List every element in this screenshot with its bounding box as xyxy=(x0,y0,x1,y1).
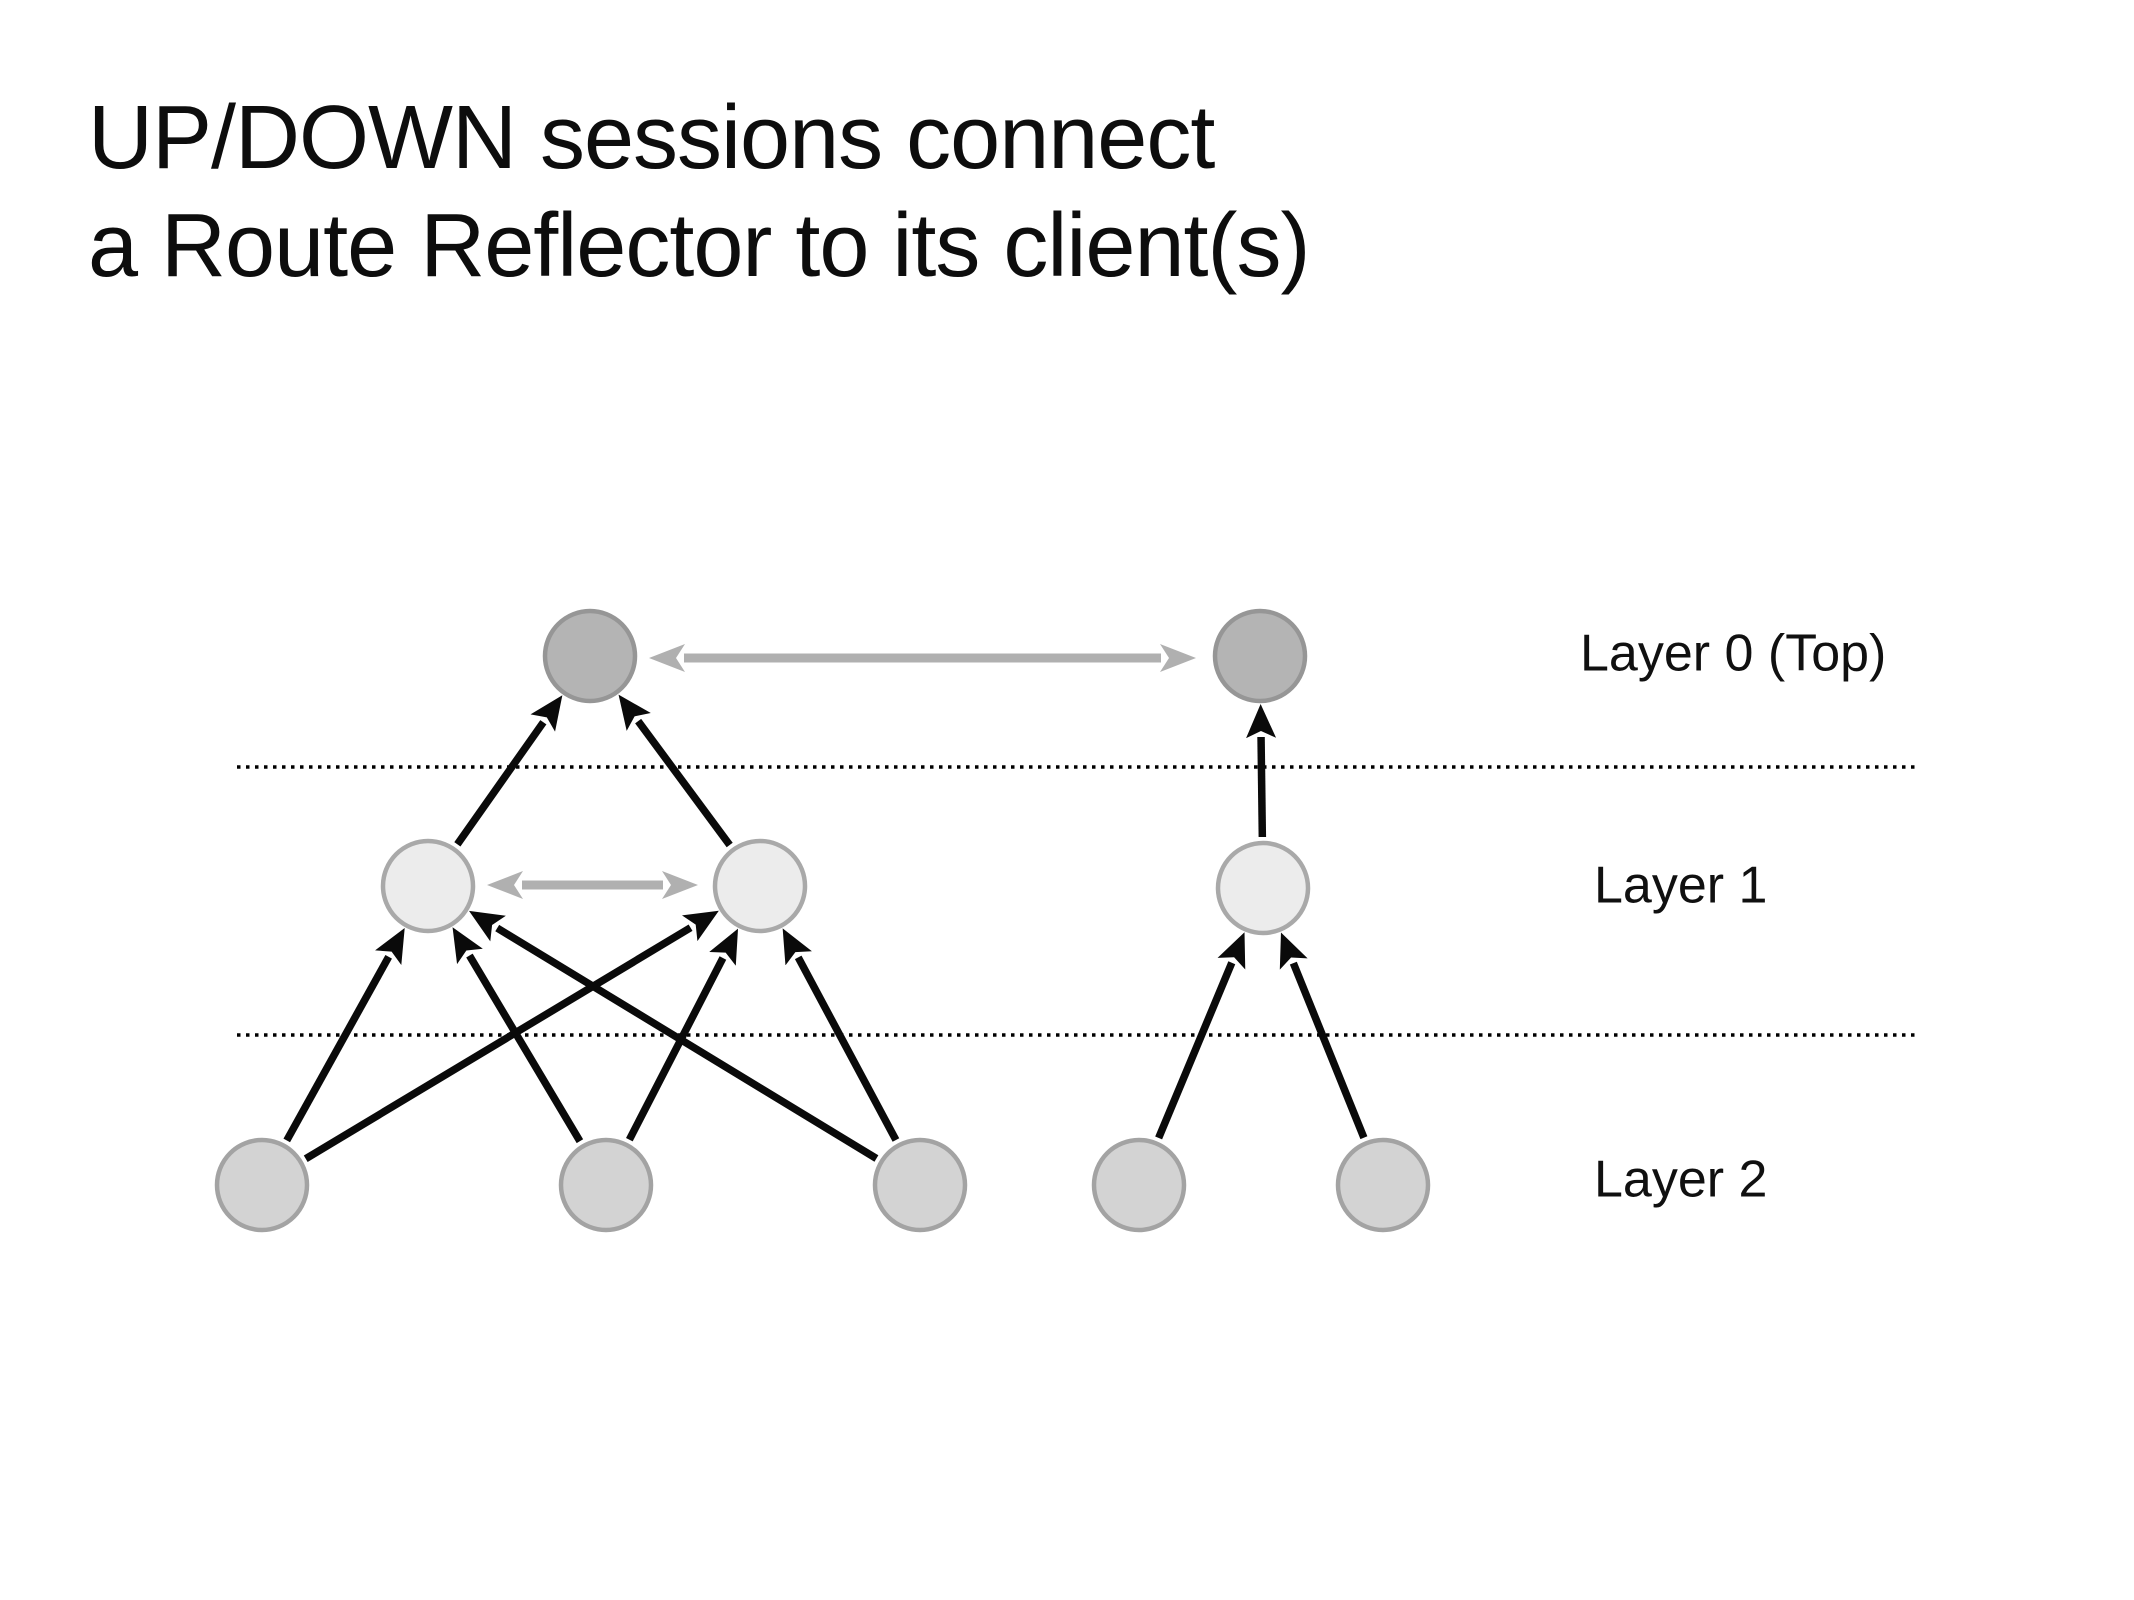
node-l1-right xyxy=(1215,840,1311,936)
node-l2-a xyxy=(214,1137,310,1233)
slide-title-line1: UP/DOWN sessions connect xyxy=(88,88,1215,188)
label-layer2: Layer 2 xyxy=(1594,1150,1768,1209)
session-arrows xyxy=(283,644,1368,1162)
up-session-arrow xyxy=(283,927,405,1143)
node-l1-mid xyxy=(712,838,808,934)
node-l2-c xyxy=(872,1137,968,1233)
node-l2-d xyxy=(1091,1137,1187,1233)
up-session-arrow xyxy=(452,927,584,1144)
nodes xyxy=(214,608,1431,1233)
node-l0-left xyxy=(542,608,638,704)
up-session-arrow xyxy=(626,928,739,1142)
node-l1-left xyxy=(380,838,476,934)
up-session-arrow xyxy=(1246,703,1277,838)
up-session-arrow xyxy=(303,910,719,1162)
node-l2-b xyxy=(558,1137,654,1233)
up-session-arrow xyxy=(469,910,879,1162)
node-l2-e xyxy=(1335,1137,1431,1233)
up-session-arrow xyxy=(1155,932,1246,1140)
slide-title: UP/DOWN sessions connect a Route Reflect… xyxy=(88,84,1310,300)
label-layer0: Layer 0 (Top) xyxy=(1580,624,1887,683)
up-session-arrow xyxy=(618,694,733,848)
up-session-arrow xyxy=(782,928,900,1142)
label-layer1: Layer 1 xyxy=(1594,856,1768,915)
up-session-arrow xyxy=(454,695,563,847)
node-l0-right xyxy=(1212,608,1308,704)
up-session-arrow xyxy=(1279,932,1368,1140)
slide-title-line2: a Route Reflector to its client(s) xyxy=(88,196,1310,296)
